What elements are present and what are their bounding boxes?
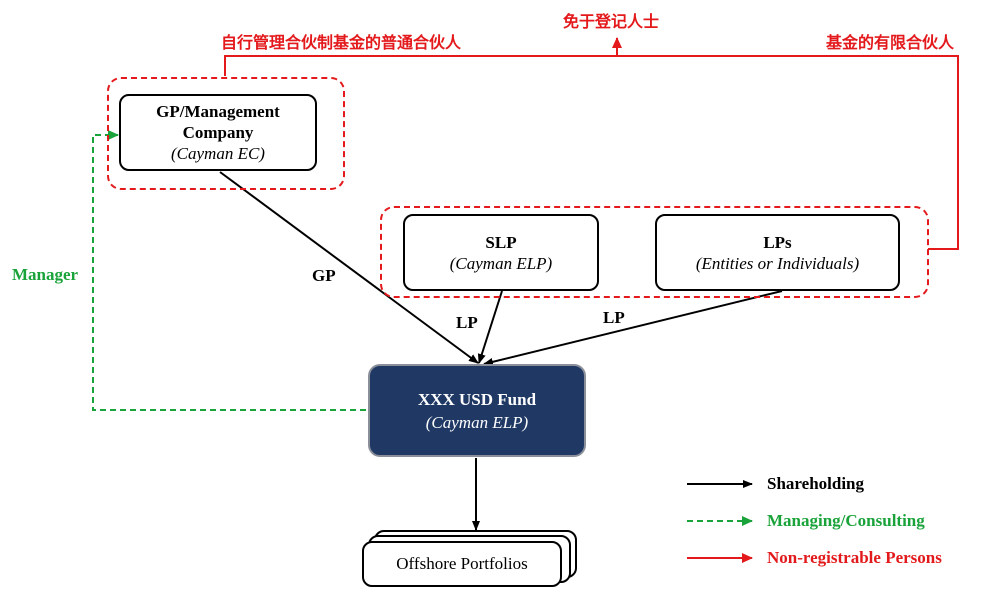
legend-managing-label: Managing/Consulting	[767, 511, 925, 530]
legend-shareholding-label: Shareholding	[767, 474, 865, 493]
fund-node[interactable]: XXX USD Fund (Cayman ELP)	[368, 364, 586, 457]
manager-connector	[92, 130, 366, 411]
gp-management-company-node[interactable]: GP/Management Company (Cayman EC)	[119, 94, 317, 171]
slp-node[interactable]: SLP (Cayman ELP)	[403, 214, 599, 291]
slp-edge-label: LP	[456, 313, 478, 332]
fund-subtitle: (Cayman ELP)	[425, 412, 529, 432]
portfolio-stack-front[interactable]	[362, 541, 562, 587]
exempt-cn-annotation: 免于登记人士	[563, 12, 660, 31]
lps-subtitle: (Entities or Individuals)	[695, 253, 860, 273]
lp-nonreg-group	[380, 206, 929, 298]
lps-edge-label: LP	[603, 308, 625, 327]
slp-subtitle: (Cayman ELP)	[449, 253, 553, 273]
gp-edge-label: GP	[312, 266, 336, 285]
lps-to-fund-arrow	[483, 290, 783, 366]
fund-title: XXX USD Fund	[417, 389, 537, 409]
lp-cn-annotation: 基金的有限合伙人	[826, 33, 955, 52]
nonreg-connector	[224, 55, 959, 250]
lps-title: LPs	[763, 232, 792, 252]
legend-nonreg-label: Non-registrable Persons	[767, 548, 942, 567]
gp-subtitle: (Cayman EC)	[171, 144, 265, 163]
gp-cn-annotation: 自行管理合伙制基金的普通合伙人	[221, 33, 462, 52]
gp-title-line1: GP/Management	[156, 102, 280, 121]
manager-edge-label: Manager	[12, 265, 79, 284]
gp-to-fund-arrow	[219, 171, 479, 364]
lps-node[interactable]: LPs (Entities or Individuals)	[655, 214, 900, 291]
portfolio-label: Offshore Portfolios	[396, 554, 528, 573]
gp-nonreg-group	[107, 77, 345, 190]
slp-title: SLP	[485, 232, 517, 252]
slp-to-fund-arrow	[477, 290, 503, 364]
gp-title-line2: Company	[182, 123, 254, 142]
